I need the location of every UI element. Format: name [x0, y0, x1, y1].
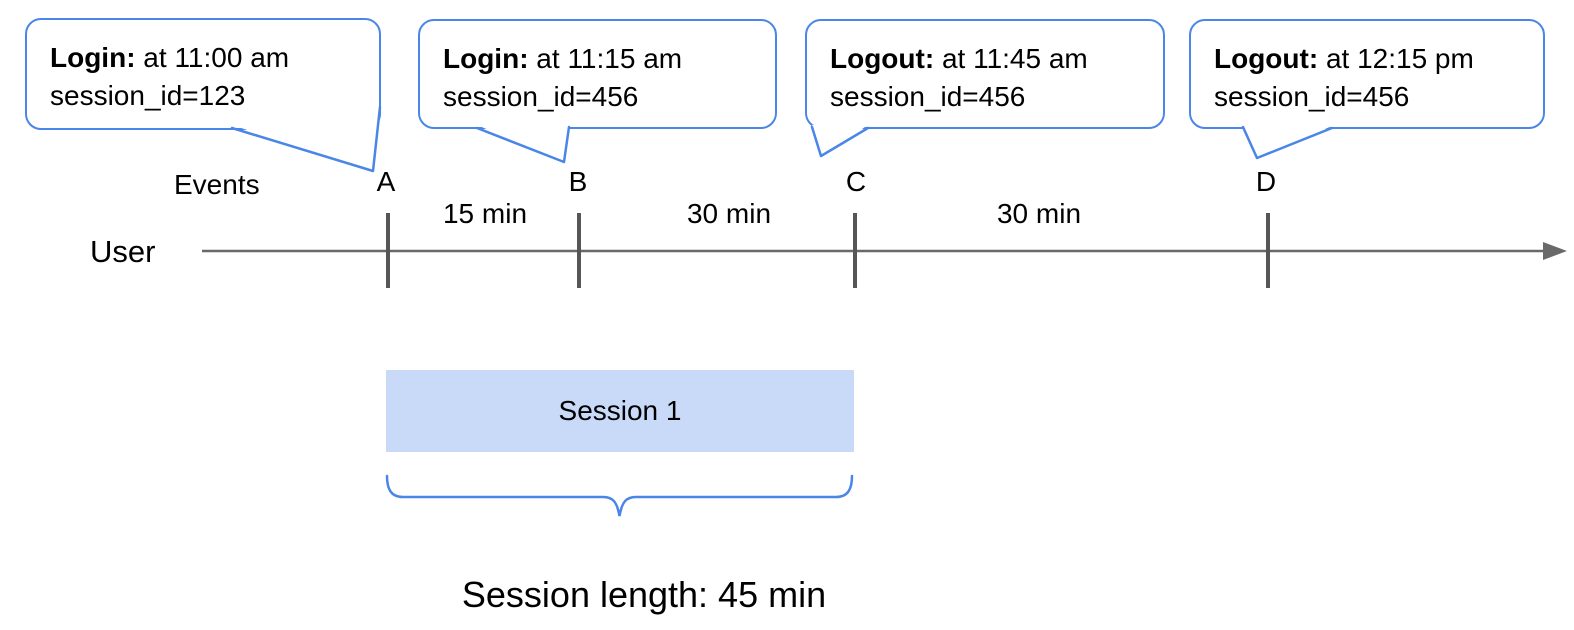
event-label-d: D — [1255, 166, 1277, 197]
tick-event-a — [386, 213, 390, 288]
callout-tail-b — [475, 125, 571, 164]
tick-event-b — [577, 213, 581, 288]
callout-tail-d — [1241, 125, 1334, 160]
callout-line2: session_id=123 — [50, 80, 246, 111]
event-type: Logout: — [1214, 43, 1319, 74]
callout-line2: session_id=456 — [443, 81, 639, 112]
event-label-b: B — [568, 166, 588, 197]
callout-tail-c — [810, 125, 870, 158]
callout-line2: session_id=456 — [830, 81, 1026, 112]
callout-bubble-login-a: Login: at 11:00 am session_id=123 — [25, 18, 381, 130]
timeline-arrowhead-icon — [1543, 242, 1567, 260]
callout-bubble-logout-d: Logout: at 12:15 pm session_id=456 — [1189, 19, 1545, 129]
interval-label-a-b: 15 min — [442, 198, 528, 229]
event-time: at 12:15 pm — [1318, 43, 1474, 74]
callout-line1: Login: at 11:00 am — [50, 39, 369, 77]
interval-label-c-d: 30 min — [996, 198, 1082, 229]
callout-line2: session_id=456 — [1214, 81, 1410, 112]
session-bar: Session 1 — [386, 370, 854, 452]
event-time: at 11:45 am — [934, 43, 1088, 74]
event-label-a: A — [376, 166, 396, 197]
event-time: at 11:00 am — [135, 42, 290, 73]
callout-bubble-login-b: Login: at 11:15 am session_id=456 — [418, 19, 777, 129]
session-bar-label: Session 1 — [558, 395, 682, 426]
event-type: Login: — [443, 43, 529, 74]
callout-line1: Logout: at 11:45 am — [830, 40, 1153, 78]
events-axis-label: Events — [174, 169, 260, 200]
session-brace — [385, 474, 854, 517]
event-time: at 11:15 am — [528, 43, 683, 74]
callout-bubble-logout-c: Logout: at 11:45 am session_id=456 — [805, 19, 1165, 129]
tick-event-d — [1266, 213, 1270, 288]
callout-line1: Login: at 11:15 am — [443, 40, 765, 78]
event-label-c: C — [845, 166, 867, 197]
interval-label-b-c: 30 min — [686, 198, 772, 229]
tick-event-c — [853, 213, 857, 288]
event-type: Login: — [50, 42, 136, 73]
event-type: Logout: — [830, 43, 935, 74]
user-row-label: User — [90, 234, 156, 269]
callout-line1: Logout: at 12:15 pm — [1214, 40, 1533, 78]
session-length-label: Session length: 45 min — [461, 574, 827, 615]
